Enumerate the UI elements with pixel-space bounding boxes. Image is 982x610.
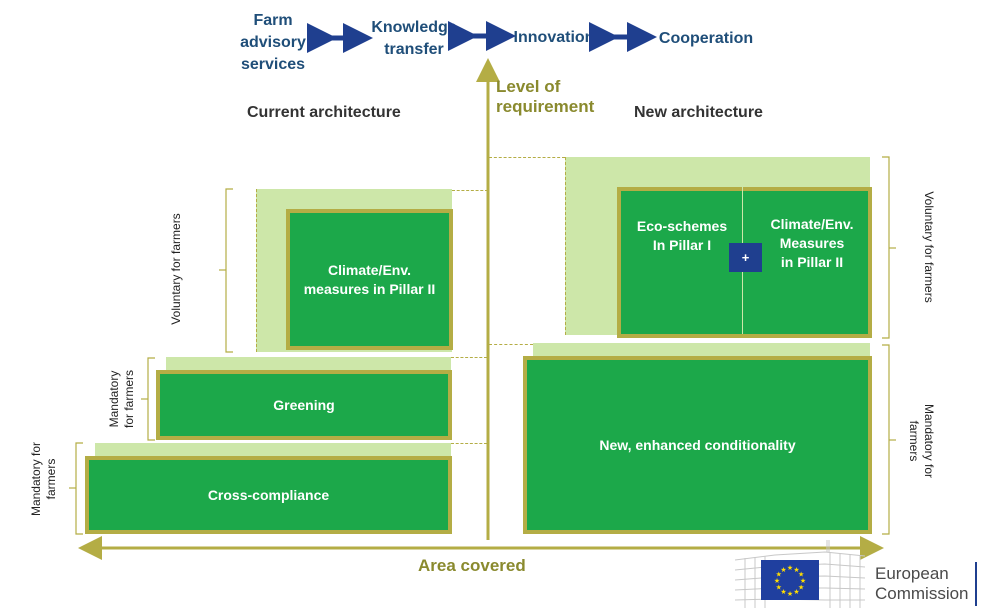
- current-cross-compliance-box: Cross-compliance: [85, 456, 452, 534]
- current-brackets: [69, 188, 233, 535]
- svg-text:★: ★: [798, 584, 804, 592]
- flow-farm-advisory-line2: advisory: [240, 34, 306, 51]
- svg-text:★: ★: [787, 564, 793, 572]
- flow-knowledge-line1: Knowledge: [371, 19, 457, 36]
- new-eco-schemes: Eco-schemes In Pillar I: [627, 217, 737, 255]
- current-climate-shade-dash: [256, 189, 257, 352]
- horizontal-axis-label: Area covered: [418, 556, 526, 575]
- new-conditionality-shade: [533, 343, 870, 357]
- current-mandatory2-line2: farmers: [44, 458, 58, 500]
- flow-cooperation: Cooperation: [658, 30, 754, 47]
- svg-text:★: ★: [787, 590, 793, 598]
- current-architecture-title: Current architecture: [247, 104, 401, 121]
- new-brackets: [882, 156, 896, 535]
- vertical-axis-label-line2: requirement: [496, 97, 595, 116]
- new-climate-line3: in Pillar II: [780, 254, 844, 270]
- new-voluntary-label: Voluntary for farmers: [922, 191, 936, 303]
- eu-flag-icon: ★★★ ★★★ ★★★ ★★★: [761, 560, 819, 600]
- flow-farm-advisory: Farm advisory services: [228, 10, 318, 76]
- svg-text:★: ★: [793, 566, 799, 574]
- svg-text:★: ★: [780, 566, 786, 574]
- new-mandatory-line1: Mandatory for: [922, 403, 936, 479]
- svg-text:★: ★: [800, 577, 806, 585]
- current-mandatory2-label: Mandatory for farmers: [29, 434, 59, 524]
- ec-logo-divider: [975, 562, 977, 606]
- current-voluntary-label: Voluntary for farmers: [169, 213, 183, 325]
- new-architecture-title: New architecture: [634, 104, 763, 121]
- vertical-axis-label: Level of requirement: [496, 77, 594, 117]
- new-mandatory-line2: farmers: [907, 420, 921, 462]
- current-mandatory-line2: for farmers: [122, 370, 136, 429]
- flow-innovation: Innovation: [513, 29, 595, 46]
- vertical-axis-label-line1: Level of: [496, 77, 561, 96]
- current-mandatory-label: Mandatory for farmers: [107, 359, 137, 439]
- new-voluntary-dash-line: [489, 157, 565, 158]
- new-eco-line1: Eco-schemes: [636, 218, 728, 234]
- plus-icon: +: [729, 243, 762, 272]
- new-conditionality-dash-line: [489, 344, 533, 345]
- svg-text:★: ★: [776, 584, 782, 592]
- current-cross-shade: [95, 443, 451, 457]
- current-greening-dash-line: [451, 357, 487, 358]
- new-voluntary-shade-dash: [565, 157, 566, 335]
- flow-farm-advisory-line1: Farm: [253, 12, 293, 29]
- new-climate-line1: Climate/Env.: [770, 216, 854, 232]
- current-greening-shade: [166, 357, 451, 371]
- flow-knowledge-line2: transfer: [384, 41, 444, 58]
- ec-logo: ★★★ ★★★ ★★★ ★★★ European Commission: [735, 540, 982, 610]
- current-cross-dash-line: [451, 443, 487, 444]
- svg-text:★: ★: [780, 588, 786, 596]
- current-climate-dash-line: [452, 190, 488, 191]
- current-climate-line1: Climate/Env.: [327, 261, 411, 278]
- svg-text:★: ★: [798, 571, 804, 579]
- current-mandatory-line1: Mandatory: [107, 370, 121, 428]
- flow-arrows: [307, 21, 657, 53]
- new-mandatory-label: Mandatory for farmers: [906, 396, 936, 486]
- current-mandatory2-line1: Mandatory for: [29, 441, 43, 517]
- current-climate-box: Climate/Env. measures in Pillar II: [286, 209, 453, 350]
- ec-logo-line2: Commission: [875, 584, 969, 603]
- svg-text:★: ★: [776, 571, 782, 579]
- current-greening-box: Greening: [156, 370, 452, 440]
- new-conditionality-box: New, enhanced conditionality: [523, 356, 872, 534]
- new-climate-measures: Climate/Env. Measures in Pillar II: [756, 215, 868, 272]
- flow-farm-advisory-line3: services: [240, 56, 306, 73]
- svg-text:★: ★: [774, 577, 780, 585]
- flow-knowledge-transfer: Knowledge transfer: [364, 17, 464, 61]
- current-climate-line2: measures in Pillar II: [303, 280, 436, 297]
- svg-text:★: ★: [793, 588, 799, 596]
- ec-logo-line1: European: [875, 564, 949, 583]
- new-climate-line2: Measures: [779, 235, 845, 251]
- new-eco-line2: In Pillar I: [652, 237, 712, 253]
- ec-logo-text: European Commission: [875, 564, 969, 604]
